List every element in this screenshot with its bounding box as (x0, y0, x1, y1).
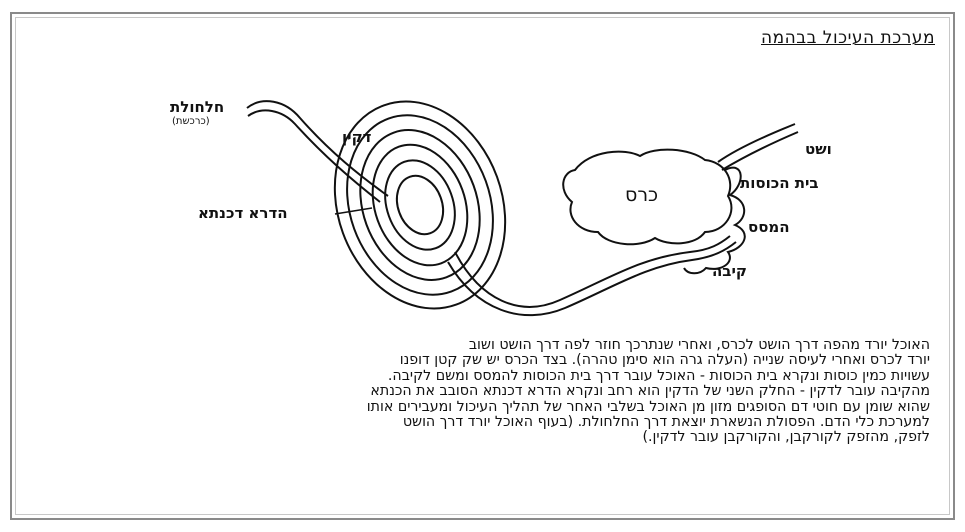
esophagus-tube (718, 124, 795, 162)
paragraph-line: למערכת כלי הדם. הפסולת הנשארת יוצאת דרך … (50, 415, 930, 430)
paragraph-line: לזפק, מהזפק לקורקבן, והקורקבן עובר לדקין… (50, 430, 930, 445)
small-intestine-tube-edge (448, 242, 736, 315)
label-cecum-sub: (כרכשת) (172, 116, 210, 127)
paragraph-line: מהקיבה עובר לדקין - החלק השני של הדקין ה… (50, 384, 930, 399)
stomach-chambers (684, 168, 745, 274)
label-omasum: המסס (748, 218, 790, 236)
label-esophagus: ושט (805, 140, 832, 158)
paragraph-line: עשויות כמין כוסות ונקרא בית הכוסות - האו… (50, 369, 930, 384)
label-abomasum: קיבה (712, 262, 747, 280)
label-reticulum: בית הכוסות (740, 174, 819, 192)
label-rumen: כרס (625, 184, 658, 206)
digestive-system-diagram (0, 0, 965, 340)
paragraph-line: האוכל יורד מהפה דרך הושט לכרס, ואחרי שנת… (50, 338, 930, 353)
large-intestine-leader (335, 208, 372, 214)
description-paragraph: האוכל יורד מהפה דרך הושט לכרס, ואחרי שנת… (50, 338, 930, 446)
paragraph-line: יורד לכרס ואחרי לעיסה שנייה (העלה גרה הו… (50, 353, 930, 368)
label-cecum: חלחולת (170, 98, 224, 116)
spiral-colon (307, 77, 534, 332)
label-large-intestine: הדרא דכנתא (198, 204, 288, 222)
paragraph-line: שהוא שומן עם חוטי דם הסופגים מזון מן האו… (50, 400, 930, 415)
label-small-intestine: דקין (342, 128, 371, 146)
esophagus-tube-edge (722, 132, 798, 170)
